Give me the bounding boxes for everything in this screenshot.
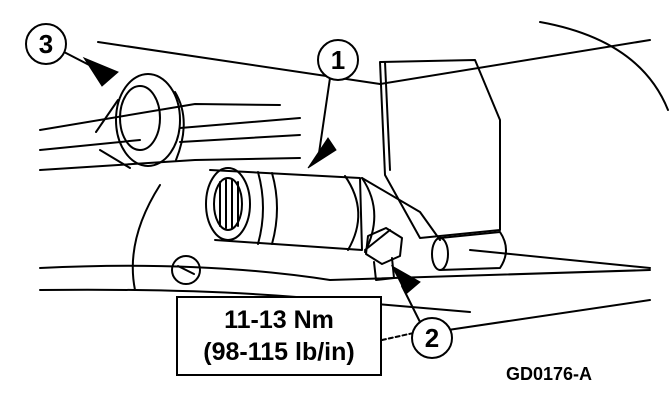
- lower-fastener-slot: [177, 265, 195, 275]
- boot-cap-inner: [119, 85, 161, 151]
- clamp-bolt-head: [365, 227, 403, 265]
- shaft-groove-2: [179, 117, 301, 129]
- arrowhead-1: [307, 137, 337, 169]
- housing-block: [379, 59, 501, 239]
- boot-cap-rim: [174, 91, 185, 161]
- upper-shaft-bottom: [39, 157, 301, 171]
- lower-cylinder: [439, 231, 507, 271]
- torque-spec-box: 11-13 Nm (98-115 lb/in): [176, 296, 382, 376]
- lower-fastener: [171, 255, 201, 285]
- boot-cap-neck: [95, 99, 131, 169]
- sleeve-inner-ring: [213, 177, 243, 231]
- sleeve-ring-1: [257, 171, 264, 245]
- callout-circle-3: [25, 23, 67, 65]
- right-reference-line: [447, 299, 651, 331]
- arrowhead-2: [390, 264, 421, 295]
- clamp-strap: [361, 177, 441, 241]
- housing-edge: [384, 61, 391, 171]
- callout-circle-2: [411, 317, 453, 359]
- arrowhead-3: [82, 56, 119, 87]
- figure-id: GD0176-A: [506, 364, 593, 384]
- background-line-right: [379, 39, 651, 85]
- callout-number-2: 2: [425, 323, 439, 353]
- torque-spec-metric: 11-13 Nm: [224, 306, 334, 334]
- lower-rail-top: [39, 264, 651, 281]
- callout-circle-1: [317, 39, 359, 81]
- upper-shaft-top: [39, 103, 281, 131]
- torque-spec-imperial: (98-115 lb/in): [203, 338, 355, 366]
- callout-number-1: 1: [331, 45, 345, 75]
- callout-number-3: 3: [39, 29, 53, 59]
- sleeve-collar: [344, 175, 360, 251]
- shaft-groove: [39, 139, 141, 151]
- large-curved-panel: [539, 21, 669, 111]
- leader-line-1: [317, 77, 331, 161]
- lower-cylinder-end: [431, 237, 449, 271]
- right-bracket-line: [469, 249, 651, 269]
- boot-cap: [115, 73, 181, 167]
- sleeve-front-opening: [205, 167, 251, 241]
- sleeve-collar-2: [361, 177, 376, 253]
- shaft-groove-3: [179, 134, 301, 143]
- sleeve-ring-2: [271, 172, 278, 245]
- clamp-strap-2: [364, 229, 391, 251]
- left-frame-curve: [131, 184, 161, 291]
- sleeve-body: [209, 169, 363, 251]
